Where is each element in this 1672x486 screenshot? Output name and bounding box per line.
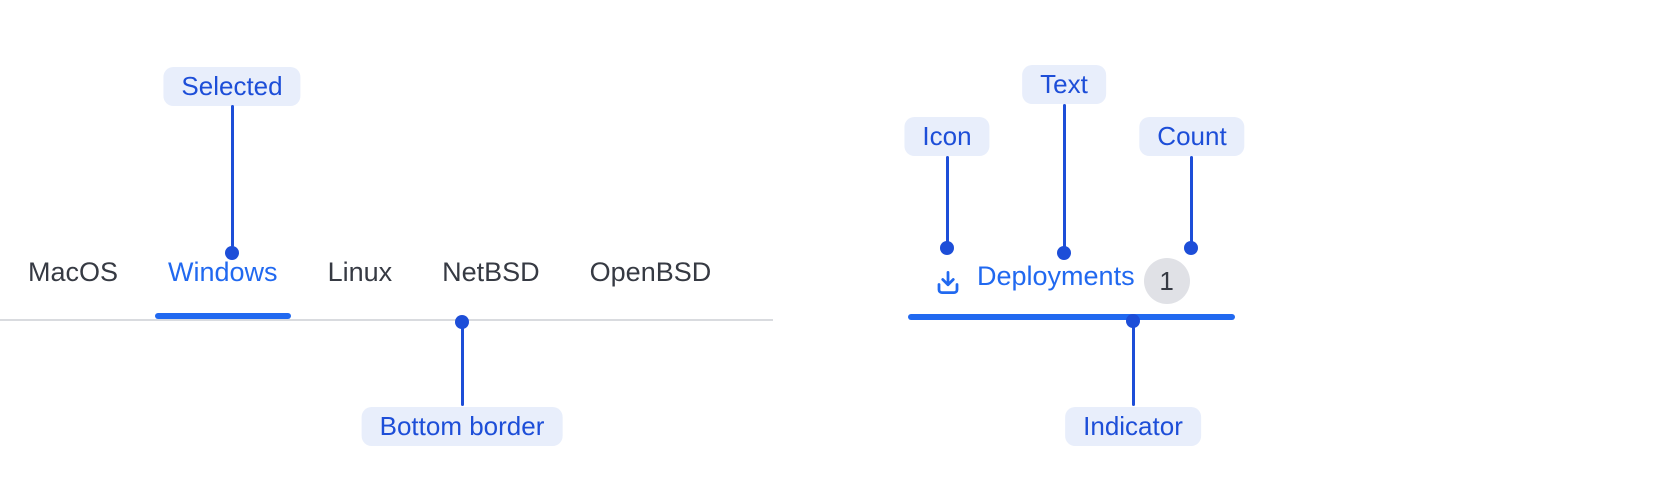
tab-list: MacOS Windows Linux NetBSD OpenBSD [28, 256, 712, 319]
selected-callout-badge: Selected [163, 67, 301, 106]
count-callout-line [1189, 156, 1193, 246]
selected-callout-line [230, 105, 234, 247]
tab-macos[interactable]: MacOS [28, 257, 119, 287]
tab-openbsd[interactable]: OpenBSD [589, 257, 712, 287]
indicator-callout-line [1131, 321, 1135, 406]
tab-netbsd[interactable]: NetBSD [442, 257, 540, 287]
tab-linux[interactable]: Linux [327, 257, 393, 287]
text-callout-badge: Text [1022, 65, 1106, 104]
text-callout-line [1062, 104, 1066, 248]
tabs-bottom-border [0, 319, 773, 321]
selected-callout-dot [225, 246, 239, 260]
bottom-border-callout-line [460, 322, 464, 406]
count-callout-dot [1184, 241, 1198, 255]
tab-label: Deployments [977, 261, 1135, 291]
download-icon [933, 268, 963, 298]
bottom-border-callout-badge: Bottom border [361, 407, 563, 446]
count-callout-badge: Count [1139, 117, 1245, 156]
tab-windows[interactable]: Windows [155, 257, 291, 319]
text-callout-dot [1057, 246, 1071, 260]
indicator-callout-badge: Indicator [1065, 407, 1201, 446]
icon-callout-line [945, 156, 949, 246]
tab-deployments[interactable]: Deployments 1 [933, 256, 1190, 304]
tab-selection-indicator [908, 314, 1235, 320]
icon-callout-badge: Icon [904, 117, 990, 156]
tab-count-badge: 1 [1143, 258, 1190, 304]
icon-callout-dot [940, 241, 954, 255]
